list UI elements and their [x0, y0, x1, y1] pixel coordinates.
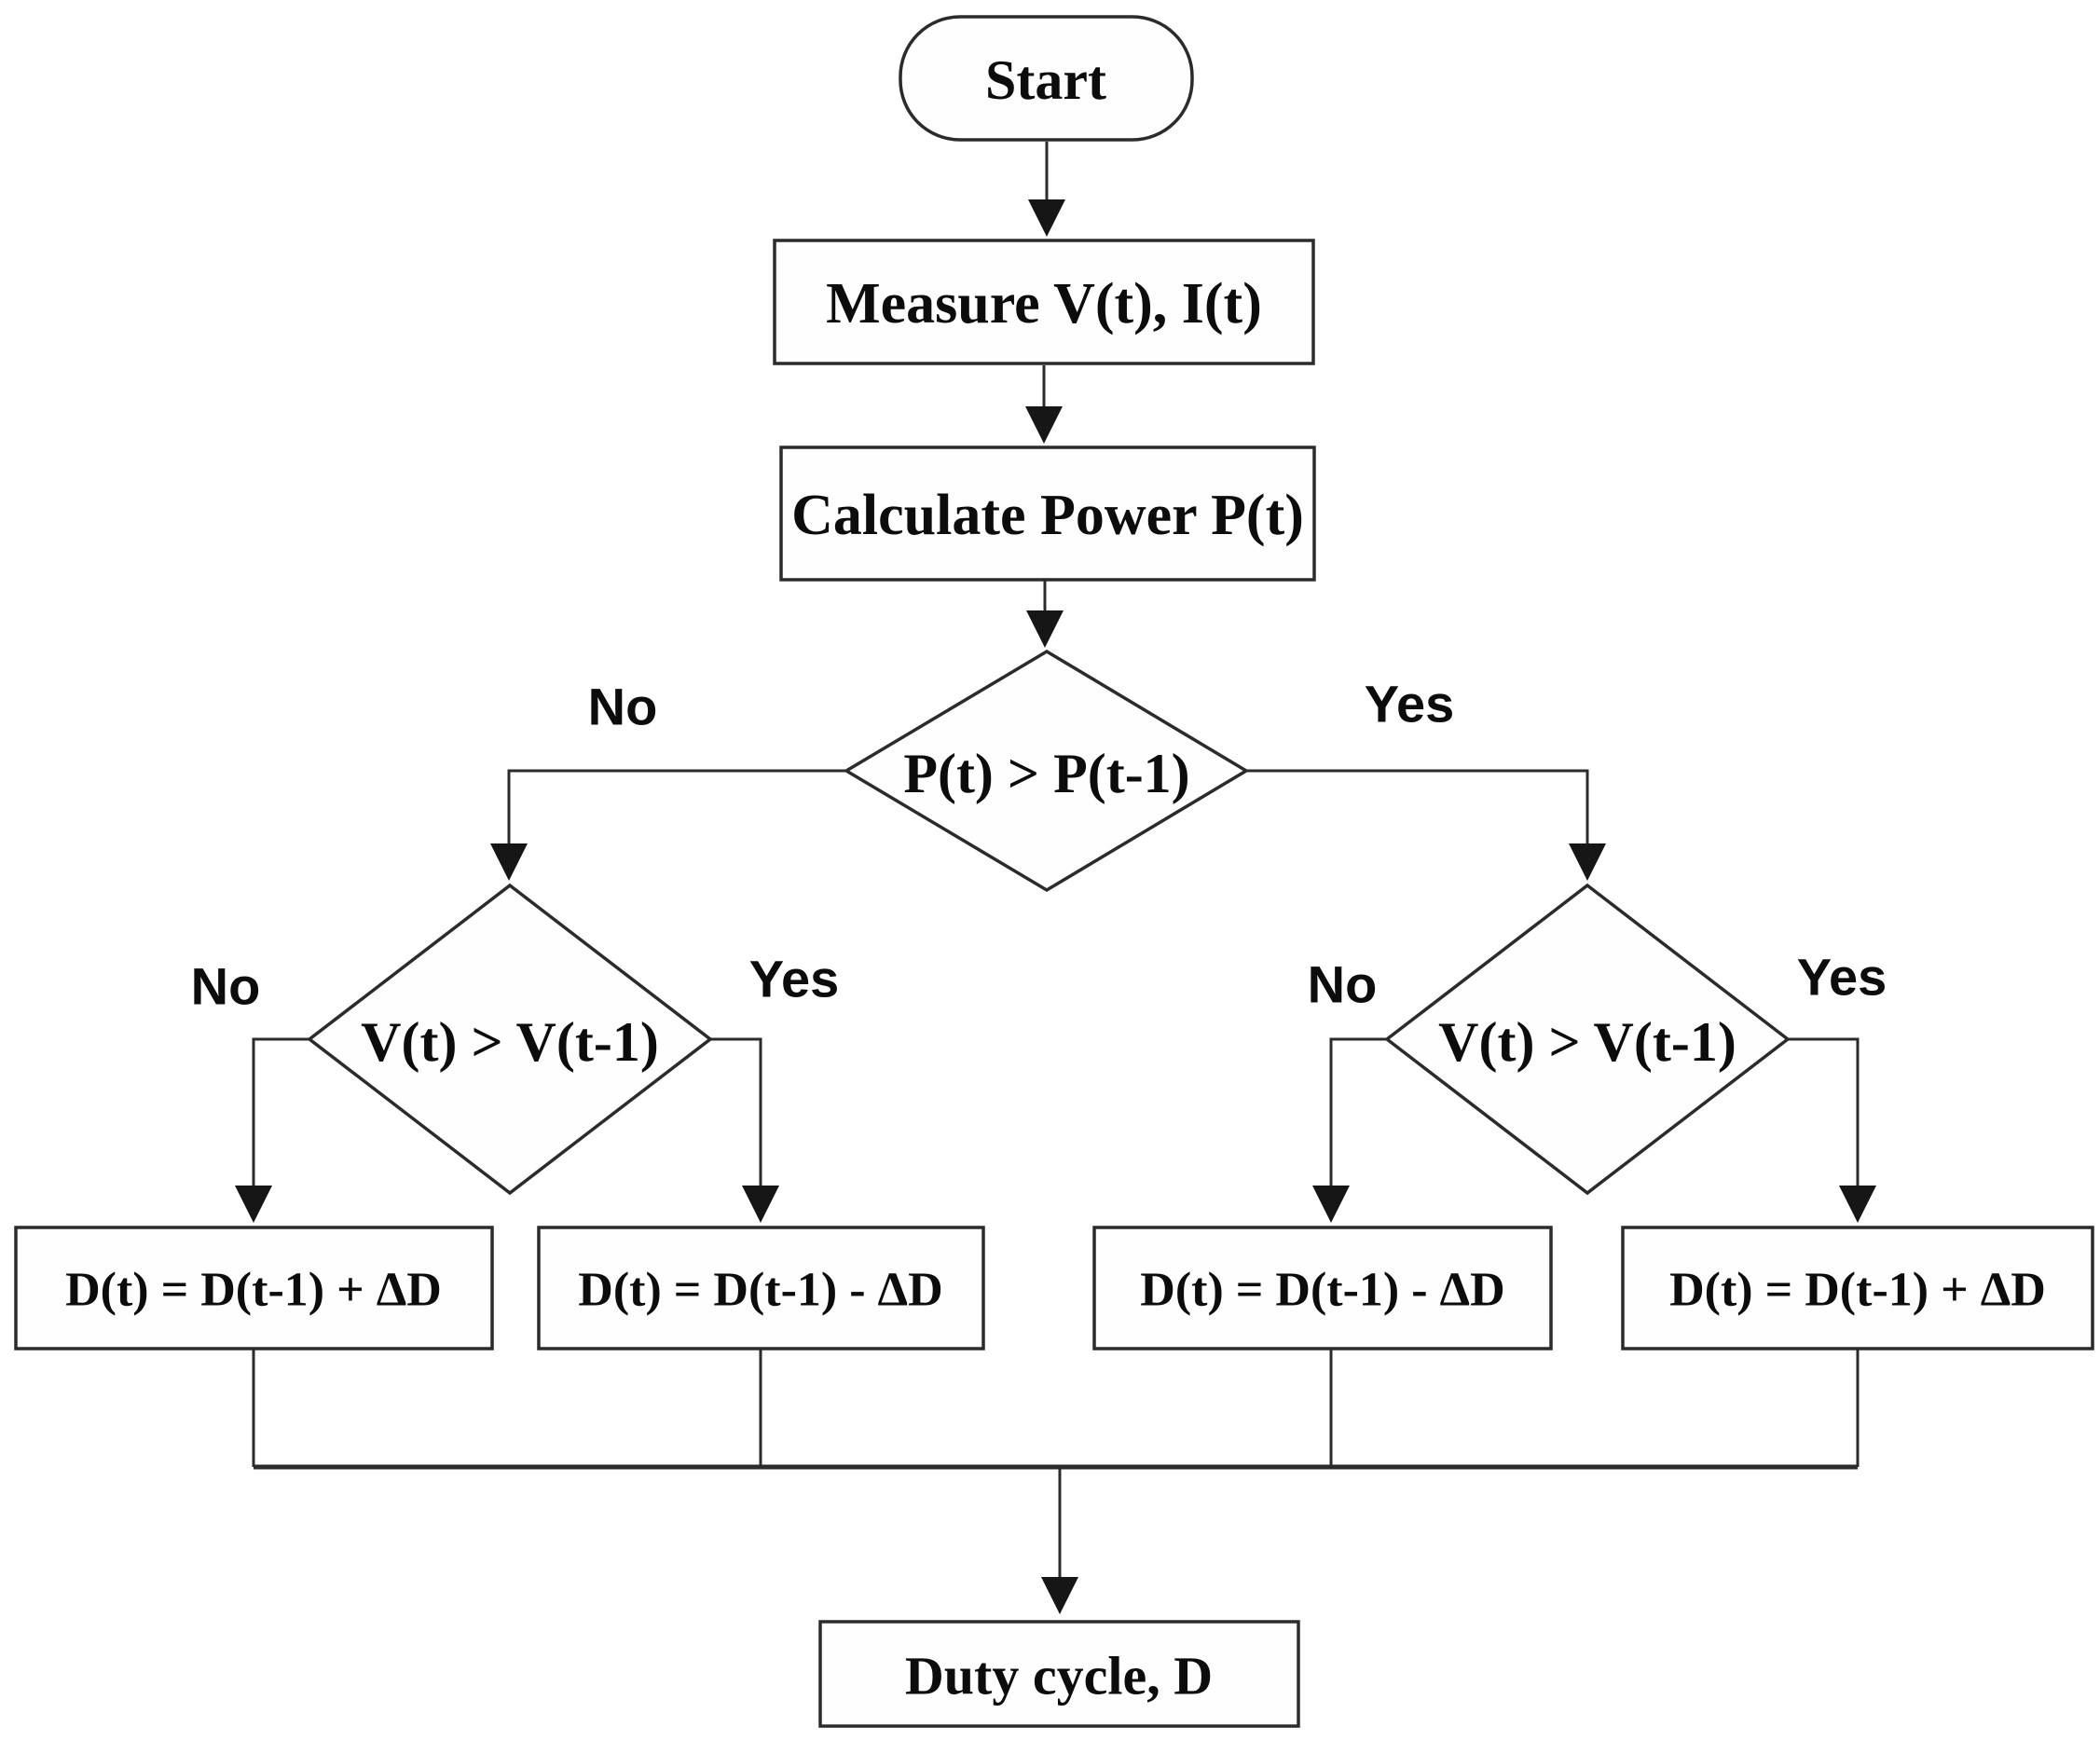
right-no-label: No — [1308, 955, 1378, 1014]
duty-dec-left-label: D(t) = D(t-1) - ΔD — [578, 1264, 942, 1317]
duty-dec-right-box — [1092, 1226, 1553, 1350]
left-yes-label: Yes — [749, 950, 840, 1008]
duty-cycle-label: Duty cycle, D — [905, 1646, 1213, 1707]
edge-power-no — [490, 769, 846, 881]
edge-right-no — [1312, 1037, 1387, 1223]
right-yes-label: Yes — [1797, 948, 1887, 1007]
power-no-label: No — [588, 678, 658, 736]
voltage-decision-right-label: V(t) > V(t-1) — [1438, 1011, 1736, 1073]
start-terminator — [899, 15, 1194, 142]
voltage-decision-right-diamond — [1384, 883, 1791, 1196]
power-yes-label: Yes — [1365, 675, 1455, 733]
measure-label: Measure V(t), I(t) — [826, 272, 1262, 336]
power-decision-diamond — [843, 649, 1250, 893]
duty-cycle-box — [818, 1620, 1300, 1728]
duty-inc-right-box — [1621, 1226, 2094, 1350]
duty-inc-left-label: D(t) = D(t-1) + ΔD — [65, 1264, 442, 1317]
edge-right-yes — [1788, 1037, 1876, 1223]
start-label: Start — [985, 49, 1106, 111]
duty-inc-left-box — [14, 1226, 494, 1350]
calculate-label: Calculate Power P(t) — [791, 484, 1304, 547]
edge-power-yes — [1246, 769, 1606, 881]
voltage-decision-left-diamond — [307, 883, 713, 1196]
calculate-box — [779, 446, 1316, 582]
measure-box — [773, 239, 1315, 365]
edge-left-no — [235, 1037, 309, 1223]
duty-dec-left-box — [537, 1226, 985, 1350]
duty-inc-right-label: D(t) = D(t-1) + ΔD — [1669, 1264, 2046, 1317]
left-no-label: No — [191, 957, 261, 1016]
edge-left-yes — [710, 1037, 779, 1223]
power-decision-label: P(t) > P(t-1) — [903, 743, 1189, 804]
duty-dec-right-label: D(t) = D(t-1) - ΔD — [1140, 1264, 1504, 1317]
voltage-decision-left-label: V(t) > V(t-1) — [361, 1011, 659, 1073]
